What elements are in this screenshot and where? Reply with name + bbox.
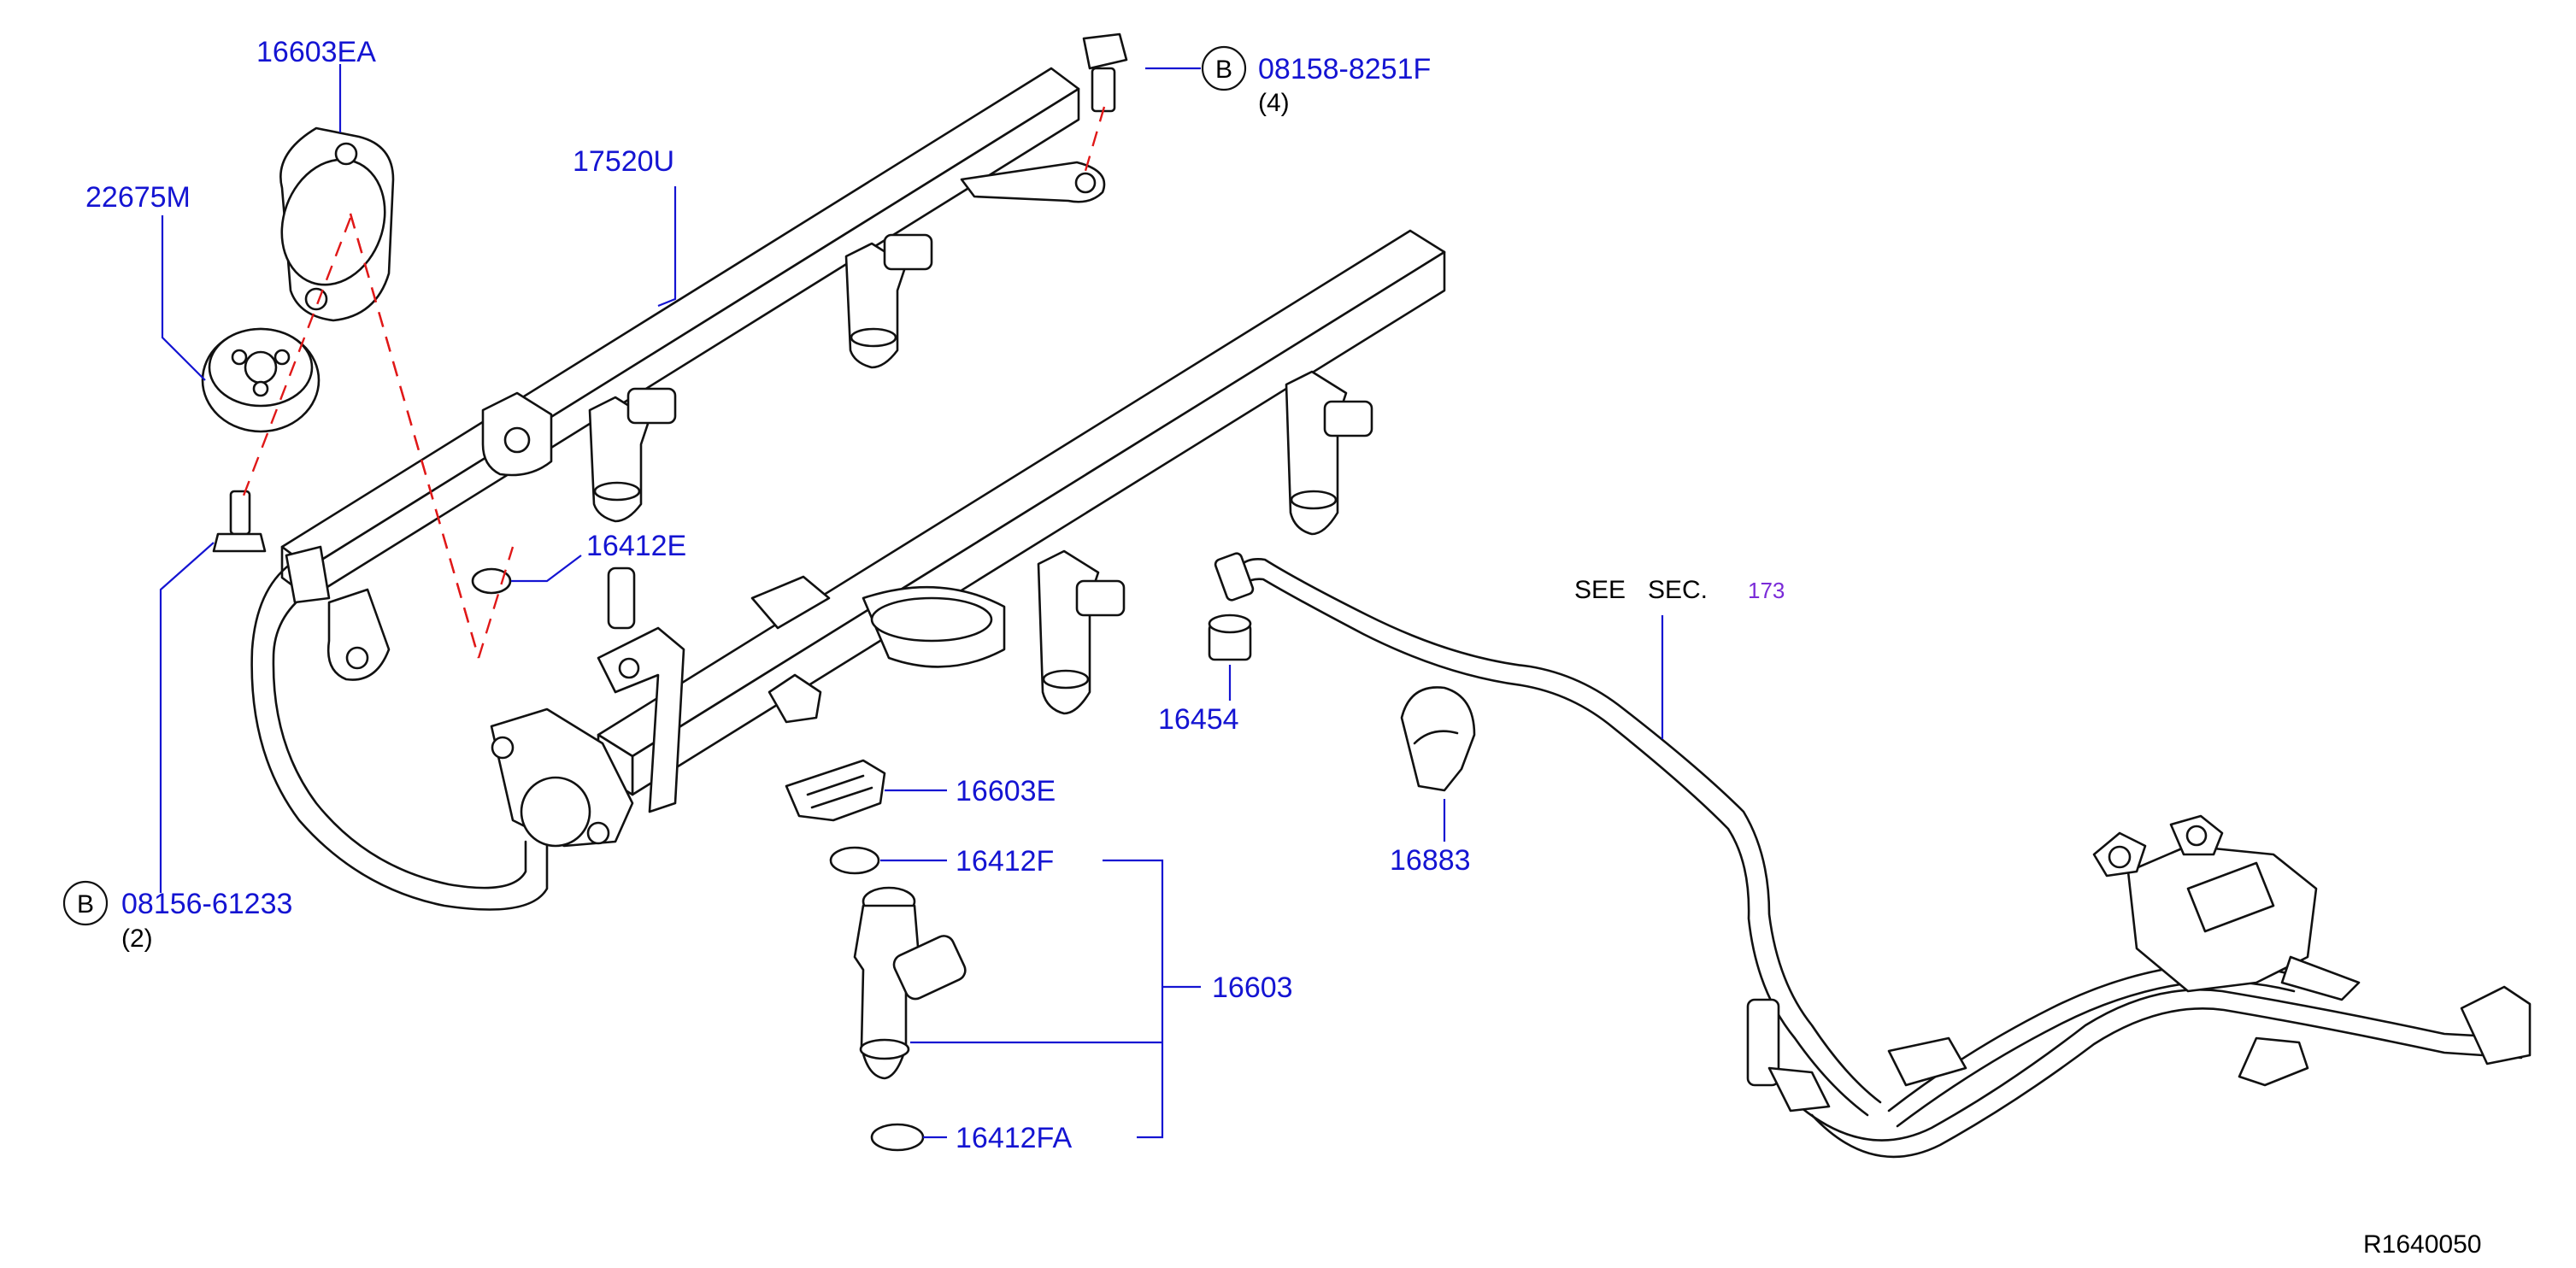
fuel-harness-assembly[interactable] bbox=[1746, 814, 2532, 1159]
mounted-injectors bbox=[481, 233, 1373, 715]
cap-16454[interactable] bbox=[1208, 613, 1252, 661]
callout-08158-8251F[interactable]: 08158-8251F bbox=[1258, 53, 1431, 85]
o-ring-16412FA[interactable] bbox=[870, 1123, 925, 1152]
bolt-marker-top: B bbox=[1201, 45, 1247, 91]
callout-16603E[interactable]: 16603E bbox=[956, 775, 1056, 807]
callout-22675M[interactable]: 22675M bbox=[85, 181, 191, 214]
callout-16603EA[interactable]: 16603EA bbox=[256, 36, 376, 68]
injector-mounted-5 bbox=[481, 391, 553, 477]
injector-mounted-3 bbox=[1285, 370, 1373, 536]
fuel-rail-left[interactable] bbox=[280, 67, 1106, 681]
bolt-08156-61233[interactable] bbox=[212, 490, 267, 553]
fuel-rail-right[interactable] bbox=[490, 229, 1446, 848]
bolt-marker-left: B bbox=[62, 880, 109, 926]
callout-08156-61233[interactable]: 08156-61233 bbox=[121, 888, 292, 920]
fuel-hose[interactable] bbox=[1214, 552, 1882, 1117]
callout-16412E[interactable]: 16412E bbox=[586, 530, 686, 562]
injector-16603[interactable] bbox=[853, 886, 968, 1080]
pressure-regulator-22675M[interactable] bbox=[201, 327, 321, 433]
callout-08156-qty: (2) bbox=[121, 925, 153, 953]
section-number-link[interactable]: 173 bbox=[1748, 578, 1785, 603]
injector-mounted-2 bbox=[588, 387, 677, 523]
bolt-marker-left-label: B bbox=[77, 890, 94, 919]
fuel-feed-pipe[interactable] bbox=[250, 545, 549, 911]
callout-16412F[interactable]: 16412F bbox=[956, 845, 1054, 878]
sec-label: SEC. bbox=[1648, 576, 1708, 604]
callout-16883[interactable]: 16883 bbox=[1390, 844, 1471, 877]
injector-mounted-1 bbox=[844, 233, 933, 369]
callout-17520U[interactable]: 17520U bbox=[573, 145, 674, 178]
clamp-16883[interactable] bbox=[1400, 686, 1476, 792]
callout-16412FA[interactable]: 16412FA bbox=[956, 1122, 1072, 1154]
assembly-guide-lines bbox=[242, 106, 1106, 659]
see-label: SEE bbox=[1574, 576, 1626, 604]
regulator-flange-16603EA[interactable] bbox=[265, 126, 402, 322]
callout-08158-qty: (4) bbox=[1258, 89, 1290, 117]
callout-16603[interactable]: 16603 bbox=[1212, 972, 1293, 1004]
o-ring-16412F[interactable] bbox=[829, 846, 880, 875]
injector-mounted-4 bbox=[1037, 549, 1126, 715]
o-ring-16412E[interactable] bbox=[471, 567, 512, 595]
diagram-id: R1640050 bbox=[2363, 1230, 2481, 1259]
bolt-marker-top-label: B bbox=[1215, 56, 1232, 84]
leader-lines bbox=[159, 64, 1664, 1139]
bolt-08158-8251F[interactable] bbox=[1082, 32, 1128, 113]
clip-16603E[interactable] bbox=[785, 759, 886, 822]
callout-16454[interactable]: 16454 bbox=[1158, 703, 1239, 736]
